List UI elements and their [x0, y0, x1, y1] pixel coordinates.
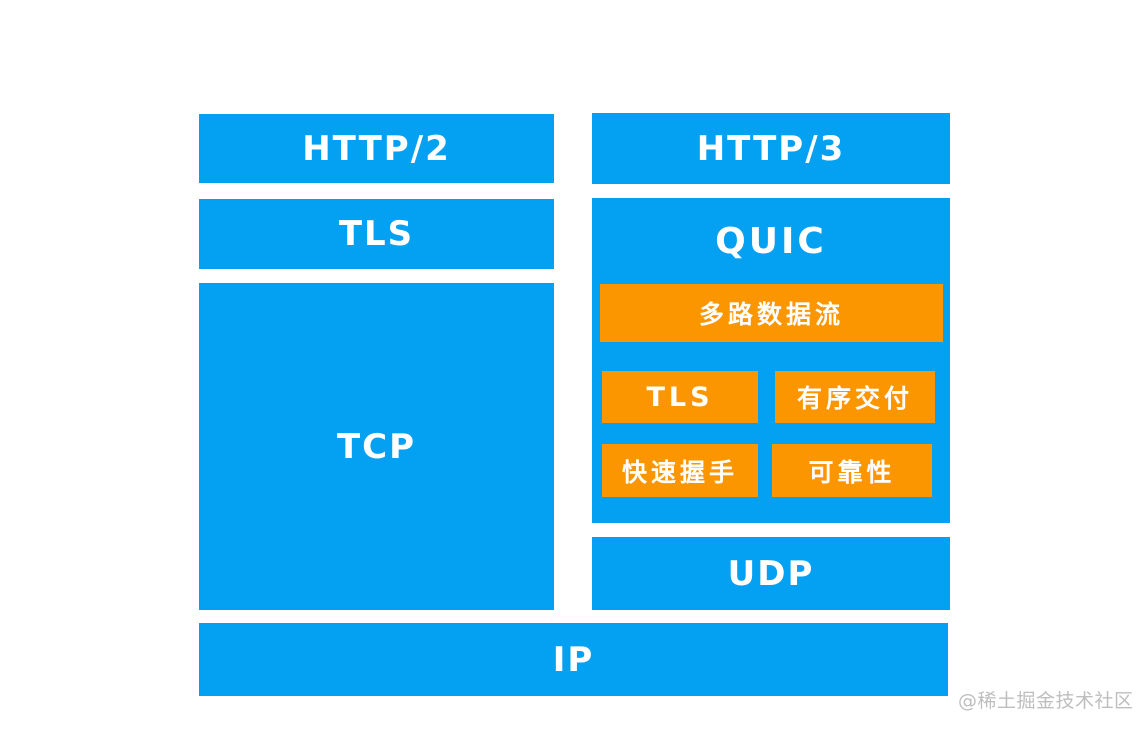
quic-feature-ordered-delivery: 有序交付: [775, 371, 935, 423]
layer-http2: HTTP/2: [199, 114, 554, 183]
layer-tcp: TCP: [199, 283, 554, 610]
layer-tls-left: TLS: [199, 199, 554, 269]
layer-http3: HTTP/3: [592, 113, 950, 184]
quic-feature-multiplex: 多路数据流: [600, 284, 943, 342]
layer-quic: QUIC 多路数据流 TLS 有序交付 快速握手 可靠性: [592, 198, 950, 523]
quic-label: QUIC: [715, 220, 827, 262]
layer-ip: IP: [199, 623, 948, 696]
quic-feature-reliability: 可靠性: [772, 444, 932, 497]
watermark: @稀土掘金技术社区: [958, 690, 1134, 712]
layer-udp: UDP: [592, 537, 950, 610]
quic-feature-tls: TLS: [602, 371, 758, 423]
quic-feature-fast-handshake: 快速握手: [602, 444, 758, 497]
